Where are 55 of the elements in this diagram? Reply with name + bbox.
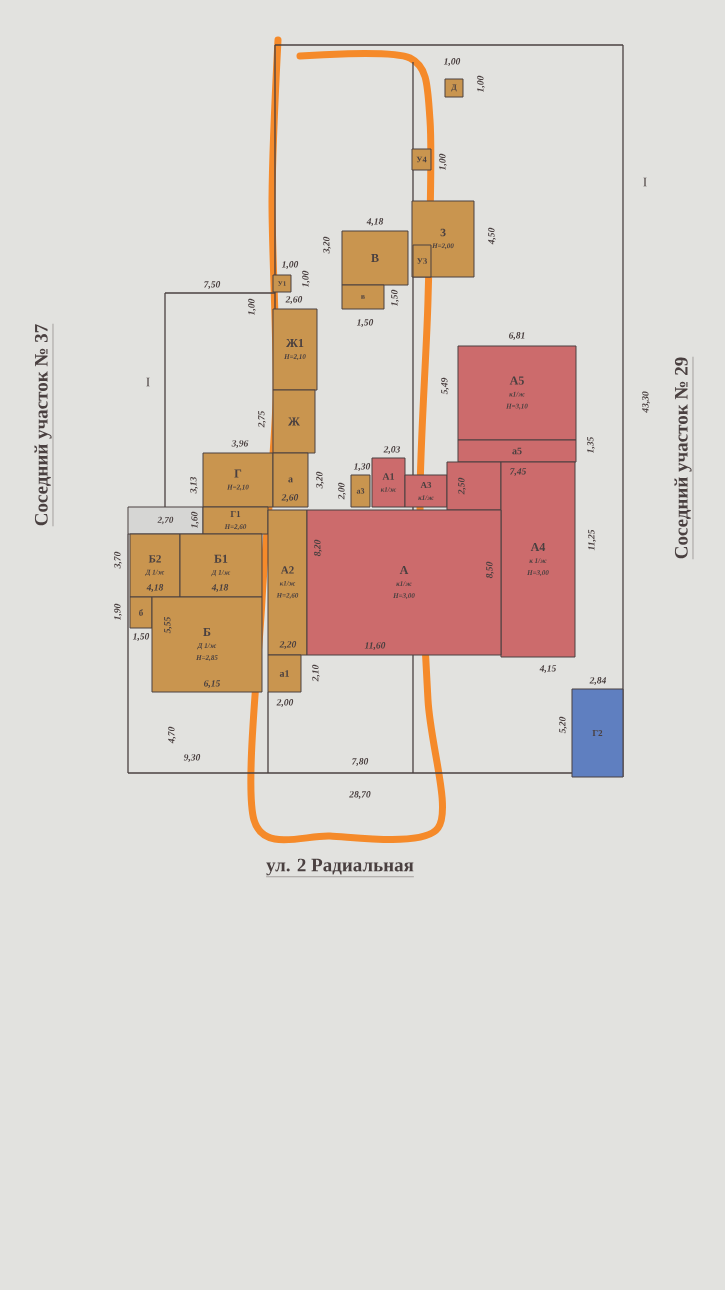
dimension-label: 4,70 <box>168 726 176 744</box>
dimension-label: 2,10 <box>312 664 320 682</box>
dimension-label: 4,18 <box>211 584 229 592</box>
dimension-label: 8,20 <box>314 539 322 557</box>
building-box: а5 <box>457 439 577 463</box>
dimension-label: 11,60 <box>364 642 386 650</box>
dimension-label: 1,00 <box>302 270 310 288</box>
dimension-label: 8,50 <box>486 561 494 579</box>
building-box: Д <box>444 78 464 98</box>
building-box: Г2 <box>571 688 624 778</box>
building-box: Ж <box>272 389 316 454</box>
dimension-label: 2,00 <box>338 482 346 500</box>
dimension-label: 9,30 <box>183 754 201 762</box>
building-box: а1 <box>267 654 302 693</box>
dimension-label: 3,13 <box>190 476 198 494</box>
dimension-label: 43,30 <box>642 391 650 413</box>
building-box: в <box>341 284 385 310</box>
street-label: ул. 2 Радиальная <box>265 858 415 877</box>
dimension-label: 5,55 <box>164 616 172 634</box>
dimension-label: 4,50 <box>488 227 496 245</box>
dimension-label: 1,50 <box>132 633 150 641</box>
dimension-label: 11,25 <box>588 529 596 551</box>
building-box: б <box>129 596 153 629</box>
neighbor-label: Соседний участок № 29 <box>674 356 694 560</box>
zone-label: I <box>146 377 150 387</box>
dimension-label: 6,15 <box>204 680 221 688</box>
dimension-label: 7,80 <box>352 758 369 766</box>
dimension-label: 7,50 <box>204 281 221 289</box>
dimension-label: 1,50 <box>391 289 399 307</box>
dimension-label: 7,45 <box>510 468 527 476</box>
building-box: У3 <box>412 244 432 278</box>
dimension-label: 1,00 <box>248 298 256 316</box>
dimension-label: 5,49 <box>441 377 449 395</box>
neighbor-label: Соседний участок № 37 <box>34 323 54 527</box>
dimension-label: 2,60 <box>281 494 299 502</box>
dimension-label: 1,90 <box>114 603 122 621</box>
dimension-label: 1,30 <box>353 463 371 471</box>
dimension-label: 3,96 <box>231 440 249 448</box>
dimension-label: 4,15 <box>539 665 557 673</box>
dimension-label: 1,35 <box>587 436 595 454</box>
dimension-label: 2,03 <box>383 446 401 454</box>
dimension-label: 3,20 <box>323 236 331 254</box>
zone-label: I <box>643 177 647 187</box>
building-box: У4 <box>411 148 432 171</box>
dimension-label: 1,00 <box>477 75 485 93</box>
dimension-label: 2,50 <box>458 477 466 495</box>
dimension-label: 3,70 <box>114 551 122 569</box>
dimension-label: 2,00 <box>276 699 294 707</box>
dimension-label: 28,70 <box>349 791 371 799</box>
dimension-label: 3,20 <box>316 471 324 489</box>
dimension-label: 2,60 <box>285 296 303 304</box>
dimension-label: 4,18 <box>146 584 164 592</box>
building-box: а3 <box>350 474 371 508</box>
dimension-label: 2,20 <box>279 641 297 649</box>
dimension-label: 1,60 <box>191 511 199 529</box>
